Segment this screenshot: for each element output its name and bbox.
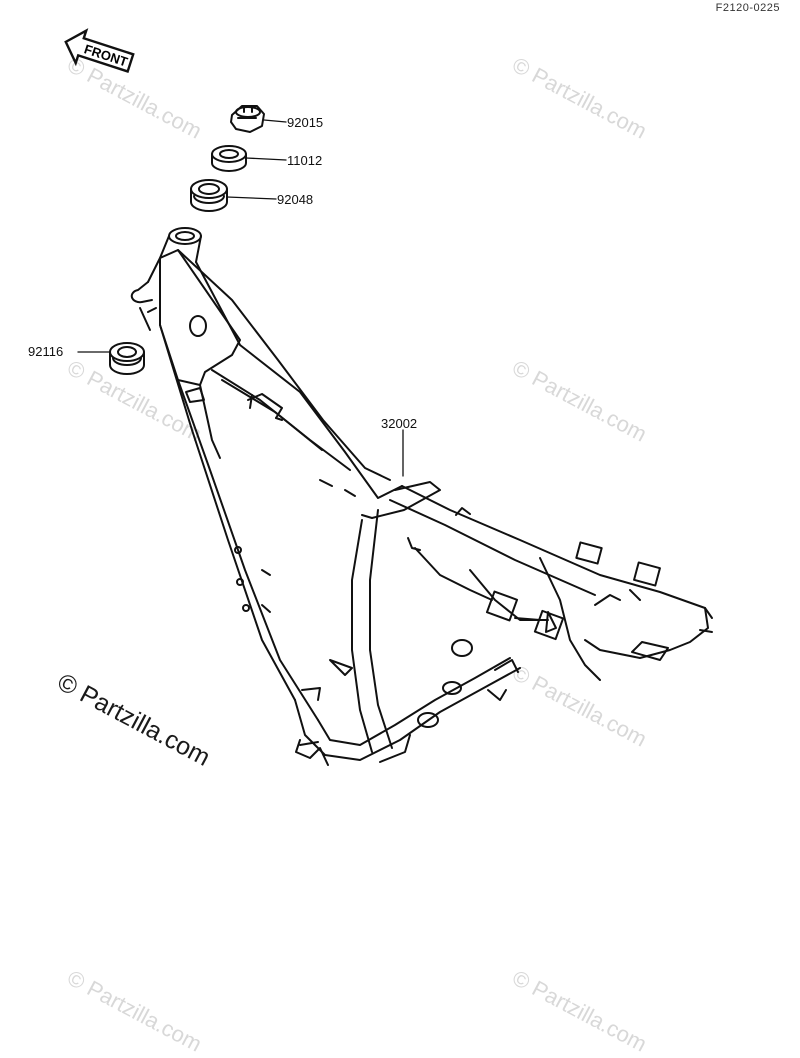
part-label-32002: 32002 <box>381 416 418 431</box>
leader-lines <box>77 119 404 477</box>
frame-32002-icon <box>130 227 713 766</box>
seal-11012-icon <box>211 145 247 172</box>
parts-diagram: F2120-0225 © Partzilla.com © Partzilla.c… <box>28 2 780 1057</box>
part-label-11012: 11012 <box>287 153 323 168</box>
bearing-92048-icon <box>190 179 228 212</box>
frame-drawing <box>77 105 713 766</box>
front-arrow-icon: FRONT <box>64 28 135 73</box>
nut-92015-icon <box>230 105 265 133</box>
part-label-92048: 92048 <box>277 192 314 207</box>
bearing-92116-icon <box>109 342 145 375</box>
part-label-92015: 92015 <box>287 115 324 130</box>
part-label-92116: 92116 <box>28 344 64 359</box>
drawing-code: F2120-0225 <box>715 2 780 14</box>
